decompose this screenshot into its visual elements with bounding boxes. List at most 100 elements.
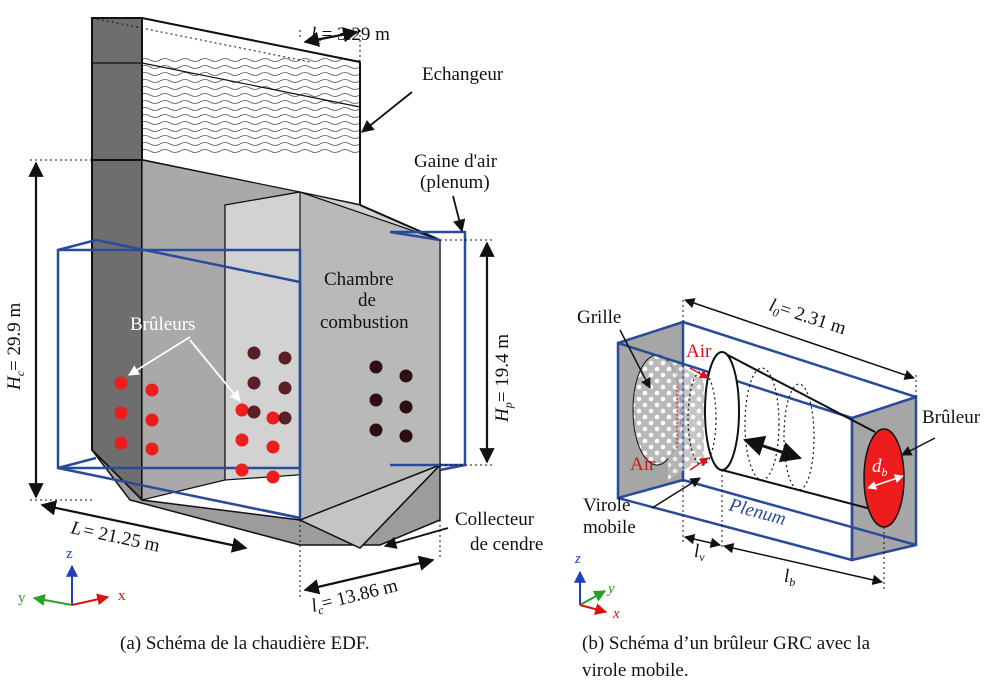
axis-z-left: z [66, 546, 73, 562]
chambre-label-2: de [358, 290, 376, 311]
bruleurs-callout-1 [128, 336, 191, 376]
burner-front-6 [145, 442, 159, 456]
L-label: L= 21.25 m [68, 517, 162, 557]
lv-arrow [683, 533, 722, 549]
air-bottom-label: Air [630, 454, 656, 475]
l0-arrow [684, 298, 915, 380]
virole-callout [651, 477, 701, 509]
burner-front-11 [266, 440, 280, 454]
burner-front-7 [235, 403, 249, 417]
axis-z-right: z [574, 551, 581, 567]
burner-front-10 [266, 411, 280, 425]
le-arrow [303, 27, 359, 47]
gaine-callout [452, 195, 466, 233]
svg-text:Hp= 19.4 m: Hp= 19.4 m [492, 334, 515, 423]
axis-x-right: x [612, 606, 620, 622]
collecteur-label-1: Collecteur [455, 509, 535, 530]
plenum-top-slope [359, 204, 441, 241]
chambre-label-1: Chambre [324, 269, 394, 290]
burner-back-1 [369, 360, 383, 374]
caption-a: (a) Schéma de la chaudière EDF. [120, 633, 370, 654]
collecteur-callout [383, 527, 449, 549]
burners-front [114, 376, 280, 484]
burner-front-2 [114, 406, 128, 420]
burner-front-12 [266, 470, 280, 484]
burners-mid [247, 346, 292, 425]
lv-label: lv [694, 541, 705, 564]
grille-callout [619, 329, 651, 389]
boiler-left-wall [91, 17, 143, 503]
svg-text:lc= 13.86 m: lc= 13.86 m [309, 575, 401, 619]
lc-label: lc= 13.86 m [309, 575, 401, 619]
gaine-label-2: (plenum) [420, 172, 490, 193]
burner-front-4 [145, 383, 159, 397]
burner-mid-3 [247, 405, 261, 419]
axes-left: z y x [18, 546, 126, 606]
boiler-diagram: le= 3.29 m Echangeur Gaine d'air (plenum… [4, 17, 543, 654]
svg-text:Hc= 29.9 m: Hc= 29.9 m [4, 302, 27, 391]
burner-back-4 [399, 369, 413, 383]
L-arrow [40, 500, 248, 553]
virole-cone [668, 358, 704, 480]
plenum-frame-right [389, 230, 467, 472]
bruleurs-label: Brûleurs [130, 314, 195, 335]
burner-mid-5 [278, 381, 292, 395]
db-arrow [867, 474, 904, 490]
lb-arrow [722, 542, 884, 586]
burner-back-3 [369, 423, 383, 437]
bruleur-callout [901, 437, 936, 456]
virole-label-1: Virole [583, 495, 630, 516]
burner-mid-4 [278, 351, 292, 365]
gaine-label-1: Gaine d'air [414, 151, 498, 172]
hp-label: Hp= 19.4 m [492, 334, 515, 423]
hopper-front [298, 464, 441, 549]
l0-label: l0= 2.31 m [766, 295, 849, 342]
axis-y-left: y [18, 590, 26, 606]
axis-y-right: y [606, 581, 615, 597]
plenum-frame-front [56, 238, 302, 520]
axis-x-left: x [118, 588, 126, 604]
burner-front-9 [235, 463, 249, 477]
grille-label: Grille [577, 307, 621, 328]
echangeur-label: Echangeur [422, 64, 504, 85]
bruleur-label: Brûleur [922, 407, 981, 428]
burner-mid-2 [247, 376, 261, 390]
caption-b-line2: virole mobile. [582, 660, 689, 681]
hc-label: Hc= 29.9 m [4, 302, 27, 391]
exchanger-hidden-line [91, 17, 311, 63]
chambre-label-3: combustion [320, 312, 409, 333]
db-label: db [872, 456, 888, 479]
dim-guides-right [682, 298, 917, 590]
burner-front-3 [114, 436, 128, 450]
dimension-guides [30, 18, 495, 600]
le-label: le= 3.29 m [311, 24, 390, 47]
lb-label: lb [784, 566, 795, 589]
burner-mid-1 [247, 346, 261, 360]
burner-mid-6 [278, 411, 292, 425]
burner-back-6 [399, 429, 413, 443]
burner-front-8 [235, 433, 249, 447]
virole-label-2: mobile [583, 517, 636, 538]
collecteur-label-2: de cendre [470, 534, 543, 555]
plenum-shaded-face [299, 191, 441, 521]
air-top-label: Air [686, 341, 712, 362]
virole-motion-arrow [743, 435, 802, 463]
exchanger-waves [142, 55, 360, 155]
burners-back [369, 360, 413, 443]
bruleurs-callout-2 [189, 339, 241, 402]
exchanger-band-line [141, 62, 361, 108]
lc-arrow [303, 555, 435, 595]
caption-b-line1: (b) Schéma d’un brûleur GRC avec la [582, 633, 871, 654]
burner-front-1 [114, 376, 128, 390]
svg-text:l0= 2.31 m: l0= 2.31 m [766, 295, 849, 342]
exchanger-top-line [141, 17, 361, 63]
axes-right: z y x [574, 551, 620, 622]
echangeur-callout [361, 91, 413, 133]
burner-back-2 [369, 393, 383, 407]
burner-front-5 [145, 413, 159, 427]
svg-text:L= 21.25 m: L= 21.25 m [68, 517, 162, 557]
burner-back-5 [399, 400, 413, 414]
burner-diagram: Grille Air Air l0= 2.31 m Brûleur db Vir… [574, 295, 981, 681]
air-arrow-bottom [689, 457, 709, 471]
